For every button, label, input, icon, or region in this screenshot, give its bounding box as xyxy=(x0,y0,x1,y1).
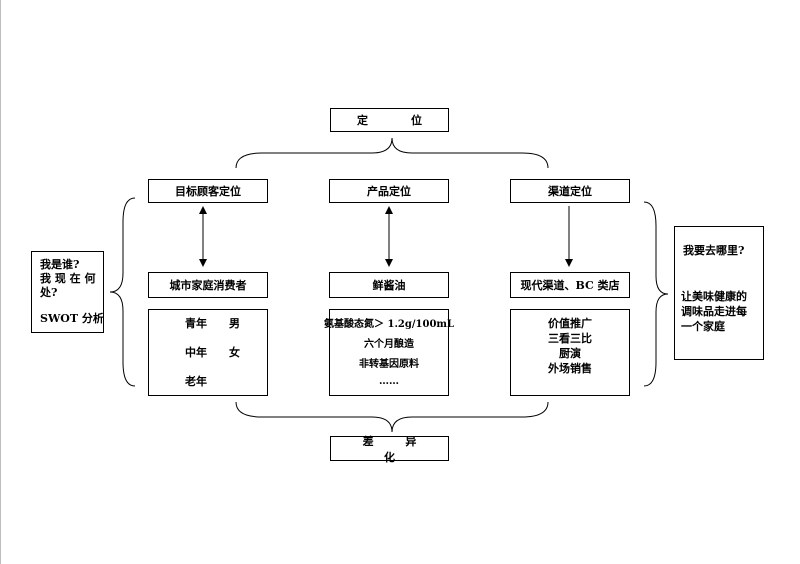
detail-item: 三看三比 xyxy=(548,332,592,345)
channel-header-label: 渠道定位 xyxy=(548,185,592,198)
detail-item: 外场销售 xyxy=(548,362,592,375)
detail-item: …… xyxy=(379,376,399,387)
detail-item: 老年 xyxy=(185,375,207,388)
left-panel-line: 我是谁? xyxy=(40,258,80,271)
detail-item: 厨演 xyxy=(559,347,581,360)
channel-middle: 现代渠道、BC 类店 xyxy=(510,272,630,298)
product-middle-label: 鲜酱油 xyxy=(372,279,406,292)
right-panel-answer-line: 让美味健康的 xyxy=(681,290,747,303)
target-customer-details: 青年 男 中年 女 老年 xyxy=(148,309,268,396)
target-customer-middle: 城市家庭消费者 xyxy=(148,272,268,298)
target-customer-middle-label: 城市家庭消费者 xyxy=(169,279,247,292)
product-middle: 鲜酱油 xyxy=(329,272,449,298)
product-details: 氨基酸态氮＞ 1.2g/100mL 六个月酿造 非转基因原料 …… xyxy=(324,309,454,396)
detail-item: 六个月酿造 xyxy=(364,339,414,350)
positioning-box: 定 位 xyxy=(330,108,449,132)
positioning-label: 定 位 xyxy=(357,114,438,127)
right-panel-answer-line: 一个家庭 xyxy=(681,320,725,333)
left-panel-line: 处? xyxy=(40,286,58,299)
differentiation-box: 差 异 化 xyxy=(330,435,449,464)
left-panel-line: SWOT 分析 xyxy=(40,312,104,325)
bottom-brace xyxy=(235,401,549,433)
detail-item: 价值推广 xyxy=(548,317,592,330)
detail-item: 青年 男 xyxy=(185,317,240,330)
left-swot-panel: 我是谁? 我 现 在 何 处? SWOT 分析 xyxy=(31,251,104,333)
channel-details: 价值推广 三看三比 厨演 外场销售 xyxy=(510,309,630,396)
detail-item: 中年 女 xyxy=(185,346,240,359)
target-customer-header: 目标顾客定位 xyxy=(148,179,268,203)
right-panel-question: 我要去哪里? xyxy=(683,244,745,257)
detail-item: 非转基因原料 xyxy=(359,359,419,370)
product-header-label: 产品定位 xyxy=(367,185,411,198)
channel-header: 渠道定位 xyxy=(510,179,630,203)
target-customer-header-label: 目标顾客定位 xyxy=(175,185,241,198)
page-edge xyxy=(0,0,1,564)
left-brace xyxy=(109,197,136,387)
right-goal-panel: 我要去哪里? 让美味健康的 调味品走进每 一个家庭 xyxy=(674,226,764,360)
differentiation-label: 差 异 化 xyxy=(362,434,431,464)
right-panel-answer-line: 调味品走进每 xyxy=(681,305,747,318)
detail-item: 氨基酸态氮＞ 1.2g/100mL xyxy=(324,319,455,330)
right-brace xyxy=(643,201,669,387)
left-panel-line: 我 现 在 何 xyxy=(40,272,96,285)
channel-middle-label: 现代渠道、BC 类店 xyxy=(520,279,620,292)
product-header: 产品定位 xyxy=(329,179,449,203)
top-brace xyxy=(235,137,549,169)
